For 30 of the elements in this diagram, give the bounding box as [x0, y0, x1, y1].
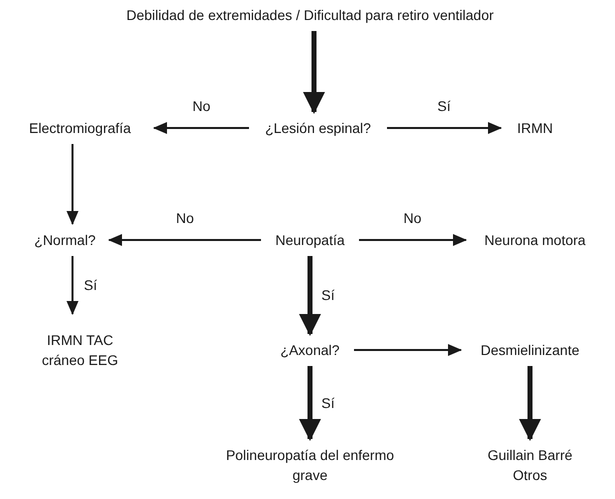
- node-text: ¿Lesión espinal?: [253, 118, 383, 138]
- edge-label: Sí: [435, 98, 453, 114]
- node-text: Polineuropatía del enfermo grave: [220, 445, 400, 485]
- arrow: [299, 256, 321, 336]
- edge-label: No: [190, 98, 212, 114]
- node-text: Neurona motora: [470, 230, 600, 250]
- arrow: [66, 144, 78, 225]
- arrow: [519, 366, 541, 441]
- arrow: [108, 234, 261, 246]
- arrow: [359, 234, 467, 246]
- edge-label: Sí: [319, 394, 337, 410]
- node-text: Neuropatía: [265, 230, 355, 250]
- node-text: Guillain Barré Otros: [470, 445, 590, 485]
- edge-label: No: [174, 210, 196, 226]
- edge-label: Sí: [319, 287, 337, 303]
- edge-label: Sí: [82, 277, 100, 293]
- arrow: [153, 122, 249, 134]
- arrow: [299, 366, 321, 441]
- arrow: [303, 31, 325, 114]
- node-text: Electromiografía: [10, 118, 150, 138]
- node-text: IRMN: [505, 118, 565, 138]
- arrow: [66, 256, 78, 315]
- arrow: [387, 122, 502, 134]
- node-text: ¿Axonal?: [270, 340, 350, 360]
- arrow: [354, 344, 462, 356]
- node-text: Debilidad de extremidades / Dificultad para retiro ventilador: [70, 5, 550, 25]
- node-text: IRMN TAC cráneo EEG: [25, 320, 135, 380]
- edge-label: No: [402, 210, 424, 226]
- node-text: ¿Normal?: [25, 230, 105, 250]
- node-text: Desmielinizante: [465, 340, 595, 360]
